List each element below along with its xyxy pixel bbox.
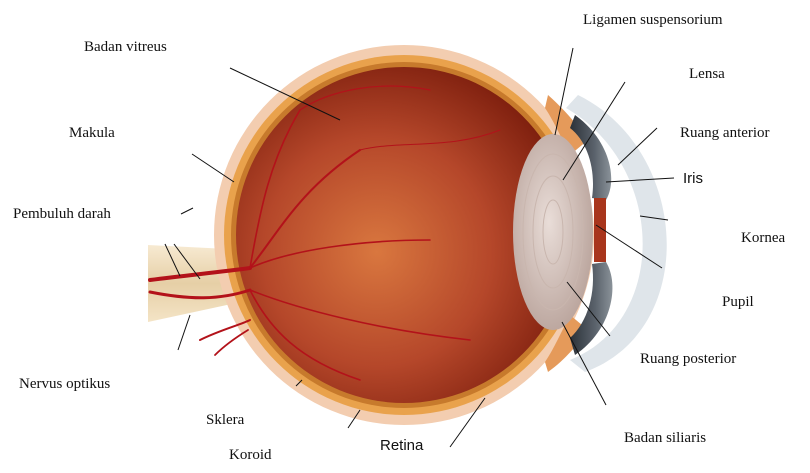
label-badan-siliaris: Badan siliaris: [624, 431, 706, 446]
label-pupil: Pupil: [722, 295, 754, 310]
label-koroid: Koroid: [229, 448, 272, 463]
label-ruang-anterior: Ruang anterior: [680, 126, 770, 141]
label-retina: Retina: [380, 438, 423, 453]
lens-shape: [513, 134, 593, 330]
label-kornea: Kornea: [741, 231, 785, 246]
label-iris: Iris: [683, 171, 703, 186]
label-ruang-posterior: Ruang posterior: [640, 352, 736, 367]
label-sklera: Sklera: [206, 413, 244, 428]
label-lensa: Lensa: [689, 67, 725, 82]
label-nervus-optikus: Nervus optikus: [19, 377, 110, 392]
label-pembuluh-darah: Pembuluh darah: [13, 207, 111, 222]
label-ligamen-suspensorium: Ligamen suspensorium: [583, 13, 723, 28]
label-badan-vitreus: Badan vitreus: [84, 40, 167, 55]
label-makula: Makula: [69, 126, 115, 141]
